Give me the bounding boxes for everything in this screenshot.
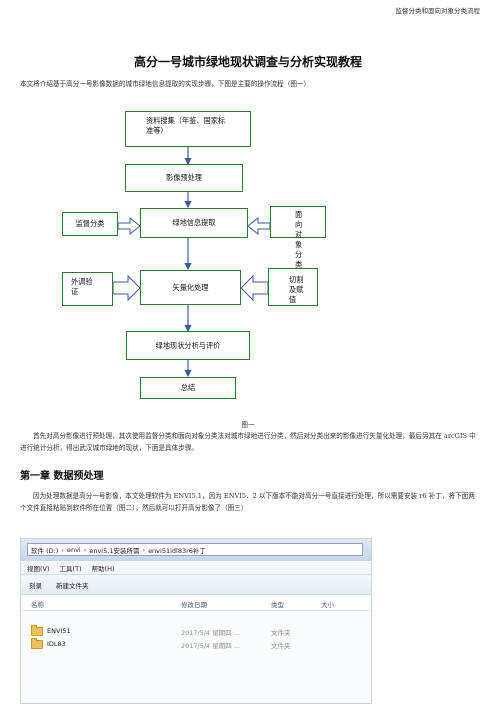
- intro-paragraph: 本文将介绍基于高分一号影像数据的城市绿地信息提取的实现步骤，下图是主要的操作流程…: [20, 80, 311, 88]
- flowchart: 资料搜集（年鉴、国家标准等） 影像预处理 绿地信息提取 监督分类 面向对象分类 …: [62, 111, 326, 399]
- file-row[interactable]: IDL83 2017/5/4 星期四 ... 文件夹: [21, 638, 371, 650]
- new-folder-button[interactable]: 新建文件夹: [56, 581, 89, 590]
- column-type[interactable]: 类型: [271, 601, 284, 609]
- column-header: 名称 修改日期 类型 大小: [21, 596, 371, 611]
- flow-box-preprocessing: 影像预处理: [125, 164, 243, 192]
- flow-box-summary: 总结: [140, 377, 236, 399]
- menu-view[interactable]: 视图(V): [27, 564, 50, 573]
- file-name: ENVI51: [47, 627, 71, 635]
- column-name[interactable]: 名称: [31, 601, 44, 609]
- folder-icon: [31, 638, 43, 649]
- flow-box-validation: 外调验证: [62, 272, 113, 306]
- file-date: 2017/5/4 星期四 ...: [181, 629, 241, 637]
- chevron-right-icon: ›: [142, 545, 146, 554]
- menu-bar: 视图(V) 工具(T) 帮助(H): [21, 561, 371, 575]
- chapter-heading: 第一章 数据预处理: [20, 471, 104, 482]
- address-bar: 软件 (D:) › envi › envi5.1安装所需 › envi51idl…: [21, 539, 371, 561]
- flow-box-data-collection: 资料搜集（年鉴、国家标准等）: [125, 111, 251, 147]
- file-date: 2017/5/4 星期四 ...: [181, 642, 241, 650]
- chevron-right-icon: ›: [61, 545, 64, 554]
- burn-button[interactable]: 刻录: [29, 581, 42, 590]
- flowchart-arrows: [112, 147, 271, 378]
- breadcrumb-drive[interactable]: 软件 (D:): [31, 546, 59, 555]
- flow-box-extraction: 绿地信息提取: [140, 208, 248, 238]
- folder-icon: [31, 625, 43, 636]
- figure-caption: 图一: [241, 421, 255, 429]
- menu-help[interactable]: 帮助(H): [91, 564, 115, 573]
- overview-paragraph: 首先对高分影像进行预处理，其次使用监督分类和面向对象分类法对城市绿地进行分类，然…: [20, 432, 476, 452]
- column-size[interactable]: 大小: [321, 601, 334, 609]
- preprocess-paragraph: 因为处理数据是高分一号影像，本文处理软件为 ENVI5.1，因为 ENVI5．2…: [20, 492, 475, 512]
- toolbar: 刻录 新建文件夹: [21, 575, 371, 595]
- flow-box-cut-assign: 切割及赋值: [268, 268, 318, 306]
- file-type: 文件夹: [271, 629, 291, 637]
- file-type: 文件夹: [271, 642, 291, 650]
- menu-tools[interactable]: 工具(T): [59, 564, 82, 573]
- explorer-screenshot: 软件 (D:) › envi › envi5.1安装所需 › envi51idl…: [20, 538, 372, 704]
- flow-box-supervised: 监督分类: [62, 212, 118, 236]
- column-date[interactable]: 修改日期: [181, 601, 207, 609]
- header-note: 监督分类和面向对象分类流程: [395, 7, 481, 15]
- file-name: IDL83: [47, 640, 66, 648]
- breadcrumb-patch[interactable]: envi51idl83r6补丁: [148, 546, 206, 555]
- address-path[interactable]: 软件 (D:) › envi › envi5.1安装所需 › envi51idl…: [27, 543, 363, 556]
- breadcrumb-envi[interactable]: envi: [66, 545, 81, 554]
- flow-box-analysis: 绿地现状分析与评价: [126, 331, 250, 360]
- flow-box-vectorization: 矢量化处理: [140, 270, 241, 305]
- file-row[interactable]: ENVI51 2017/5/4 星期四 ... 文件夹: [21, 625, 371, 637]
- document-title: 高分一号城市绿地现状调查与分析实现教程: [133, 55, 362, 69]
- chevron-right-icon: ›: [83, 545, 87, 554]
- flow-box-object-oriented: 面向对象分类: [270, 206, 326, 269]
- breadcrumb-install[interactable]: envi5.1安装所需: [89, 546, 140, 555]
